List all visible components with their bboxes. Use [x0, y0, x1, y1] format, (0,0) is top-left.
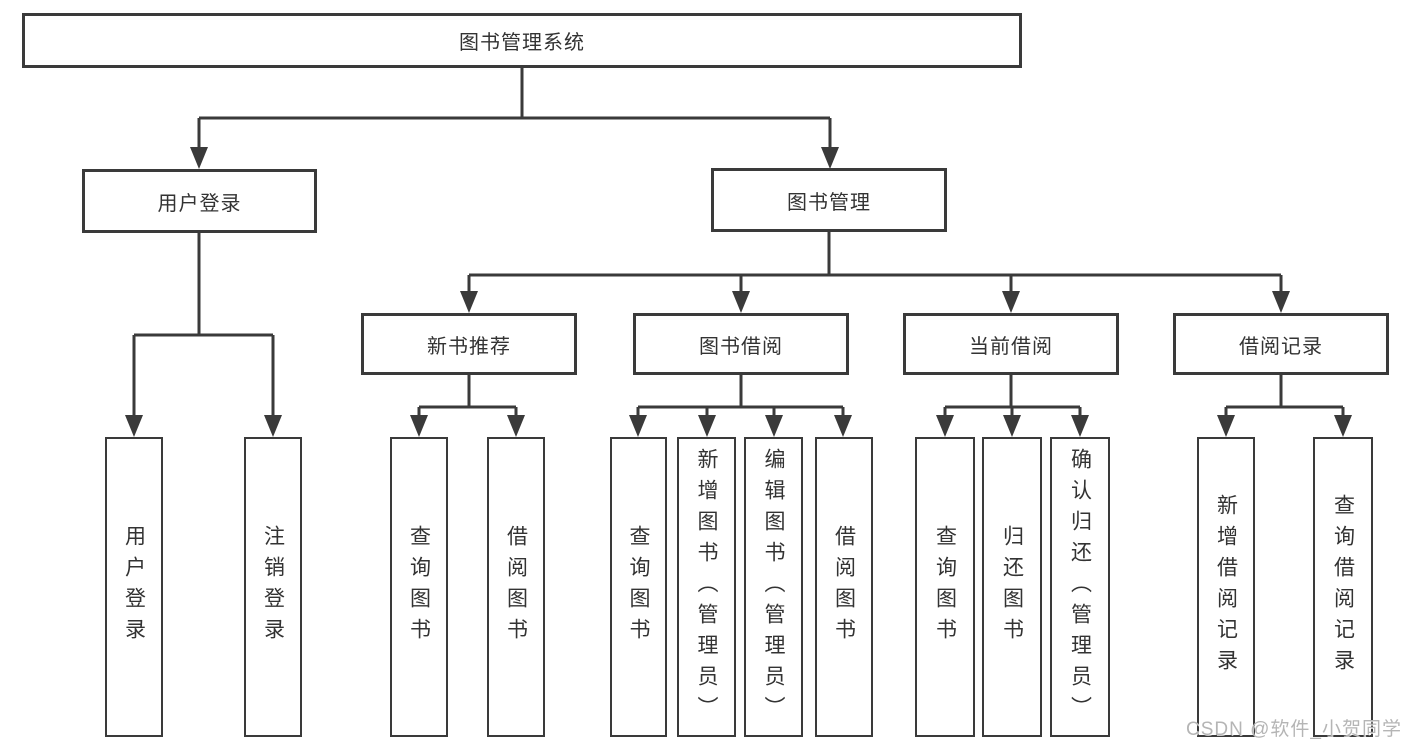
node-user-login-branch: 用户登录: [82, 169, 317, 233]
node-current-borrowing-label: 当前借阅: [969, 335, 1053, 358]
node-new-book-recommend-label: 新书推荐: [427, 335, 511, 358]
node-root-label: 图书管理系统: [459, 32, 585, 54]
leaf-query-books-current: 查询图书: [915, 437, 975, 737]
leaf-user-login: 用户登录: [105, 437, 163, 737]
node-book-borrowing-label: 图书借阅: [699, 335, 783, 358]
arrowhead-icons: [125, 147, 1352, 437]
watermark-text: CSDN @软件_小贺同学: [1186, 719, 1402, 740]
leaf-return-books: 归还图书: [982, 437, 1042, 737]
leaf-query-borrow-record: 查询借阅记录: [1313, 437, 1373, 737]
leaf-query-books-borrowing: 查询图书: [610, 437, 667, 737]
leaf-return-books-label: 归还图书: [1000, 525, 1024, 649]
leaf-add-borrow-record: 新增借阅记录: [1197, 437, 1255, 737]
leaf-query-books-current-label: 查询图书: [933, 525, 957, 649]
leaf-add-borrow-record-label: 新增借阅记录: [1214, 494, 1238, 680]
leaf-confirm-return-admin-label: 确认归还（管理员）: [1068, 447, 1092, 727]
leaf-query-books-recommend: 查询图书: [390, 437, 448, 737]
node-new-book-recommend: 新书推荐: [361, 313, 577, 375]
leaf-query-borrow-record-label: 查询借阅记录: [1331, 494, 1355, 680]
leaf-logout: 注销登录: [244, 437, 302, 737]
node-user-login-branch-label: 用户登录: [157, 192, 242, 215]
leaf-borrow-books-borrowing-label: 借阅图书: [832, 525, 856, 649]
node-current-borrowing: 当前借阅: [903, 313, 1119, 375]
leaf-query-books-recommend-label: 查询图书: [407, 525, 431, 649]
leaf-borrow-books-recommend-label: 借阅图书: [504, 525, 528, 649]
node-book-management-label: 图书管理: [787, 191, 871, 214]
leaf-borrow-books-recommend: 借阅图书: [487, 437, 545, 737]
node-borrowing-records: 借阅记录: [1173, 313, 1389, 375]
leaf-edit-book-admin: 编辑图书（管理员）: [744, 437, 803, 737]
leaf-logout-label: 注销登录: [261, 525, 285, 649]
node-root: 图书管理系统: [22, 13, 1022, 68]
node-book-borrowing: 图书借阅: [633, 313, 849, 375]
leaf-add-book-admin-label: 新增图书（管理员）: [695, 447, 718, 727]
leaf-borrow-books-borrowing: 借阅图书: [815, 437, 873, 737]
connector-stems: [132, 68, 1345, 418]
leaf-user-login-label: 用户登录: [122, 525, 146, 649]
node-book-management: 图书管理: [711, 168, 947, 232]
leaf-edit-book-admin-label: 编辑图书（管理员）: [762, 447, 785, 727]
leaf-add-book-admin: 新增图书（管理员）: [677, 437, 736, 737]
leaf-query-books-borrowing-label: 查询图书: [627, 525, 650, 649]
node-borrowing-records-label: 借阅记录: [1239, 335, 1323, 358]
leaf-confirm-return-admin: 确认归还（管理员）: [1050, 437, 1110, 737]
